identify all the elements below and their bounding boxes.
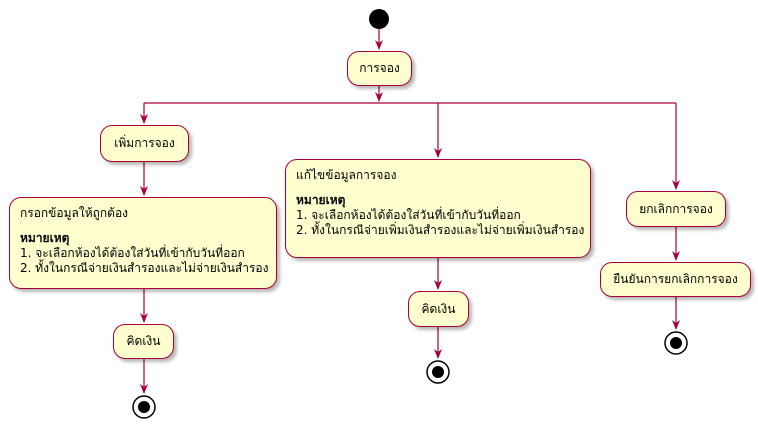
end-node-right xyxy=(664,331,688,355)
fill-note-1: 1. จะเลือกห้องได้ต้องใส่วันที่เข้ากับวัน… xyxy=(20,246,245,260)
node-confirm-cancel: ยืนยันการยกเลิกการจอง xyxy=(600,262,751,297)
edit-note-header: หมายเหตุ xyxy=(296,193,346,207)
node-booking: การจอง xyxy=(347,51,412,86)
fill-note-header: หมายเหตุ xyxy=(20,231,70,245)
node-pay-middle-label: คิดเงิน xyxy=(421,301,456,316)
node-add-booking-label: เพิ่มการจอง xyxy=(114,136,175,150)
node-pay-left-label: คิดเงิน xyxy=(126,334,161,348)
node-pay-left: คิดเงิน xyxy=(113,324,174,359)
start-node xyxy=(369,9,389,29)
fill-note-2: 2. ทั้งในกรณีจ่ายเงินสำรองและไม่จ่ายเงิน… xyxy=(20,261,269,275)
node-edit-booking: แก้ไขข้อมูลการจอง หมายเหตุ 1. จะเลือกห้อ… xyxy=(285,159,591,258)
node-fill-info: กรอกข้อมูลให้ถูกต้อง หมายเหตุ 1. จะเลือก… xyxy=(9,197,277,289)
fill-title: กรอกข้อมูลให้ถูกต้อง xyxy=(20,206,129,220)
node-confirm-cancel-label: ยืนยันการยกเลิกการจอง xyxy=(613,272,738,286)
end-node-middle xyxy=(426,360,450,384)
edit-title: แก้ไขข้อมูลการจอง xyxy=(296,168,397,182)
node-cancel-booking-label: ยกเลิกการจอง xyxy=(639,201,713,216)
node-booking-label: การจอง xyxy=(359,61,400,75)
end-node-left xyxy=(132,395,156,419)
node-cancel-booking: ยกเลิกการจอง xyxy=(626,191,726,227)
edit-note-1: 1. จะเลือกห้องได้ต้องใส่วันที่เข้ากับวัน… xyxy=(296,208,521,222)
edit-note-2: 2. ทั้งในกรณีจ่ายเพิ่มเงินสำรองและไม่จ่า… xyxy=(296,223,585,237)
node-add-booking: เพิ่มการจอง xyxy=(100,125,189,162)
node-pay-middle: คิดเงิน xyxy=(408,291,469,327)
